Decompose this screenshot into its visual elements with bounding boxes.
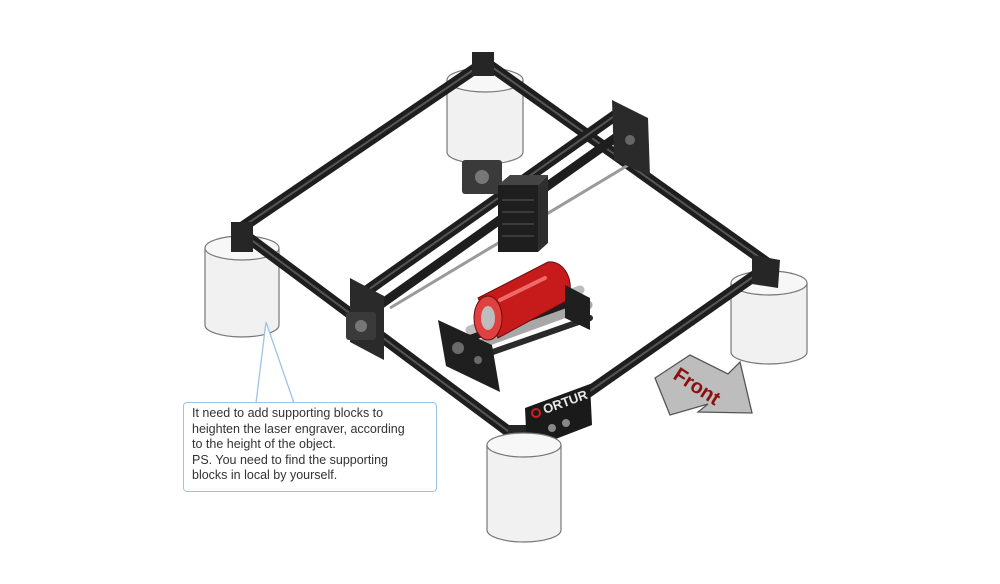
callout-line-3: to the height of the object. — [192, 437, 336, 452]
callout-line-4: PS. You need to find the supporting — [192, 452, 388, 467]
support-block-front — [486, 432, 562, 543]
callout-line-2: heighten the laser engraver, according — [192, 421, 405, 436]
rotary-roller — [438, 261, 593, 392]
callout-pointer — [255, 321, 295, 404]
support-block-right — [730, 270, 808, 365]
callout-line-5: blocks in local by yourself. — [192, 468, 338, 483]
callout-note: It need to add supporting blocks to heig… — [183, 402, 437, 492]
callout-line-1: It need to add supporting blocks to — [192, 406, 384, 420]
laser-module — [462, 160, 548, 252]
front-arrow: Front — [654, 354, 753, 416]
